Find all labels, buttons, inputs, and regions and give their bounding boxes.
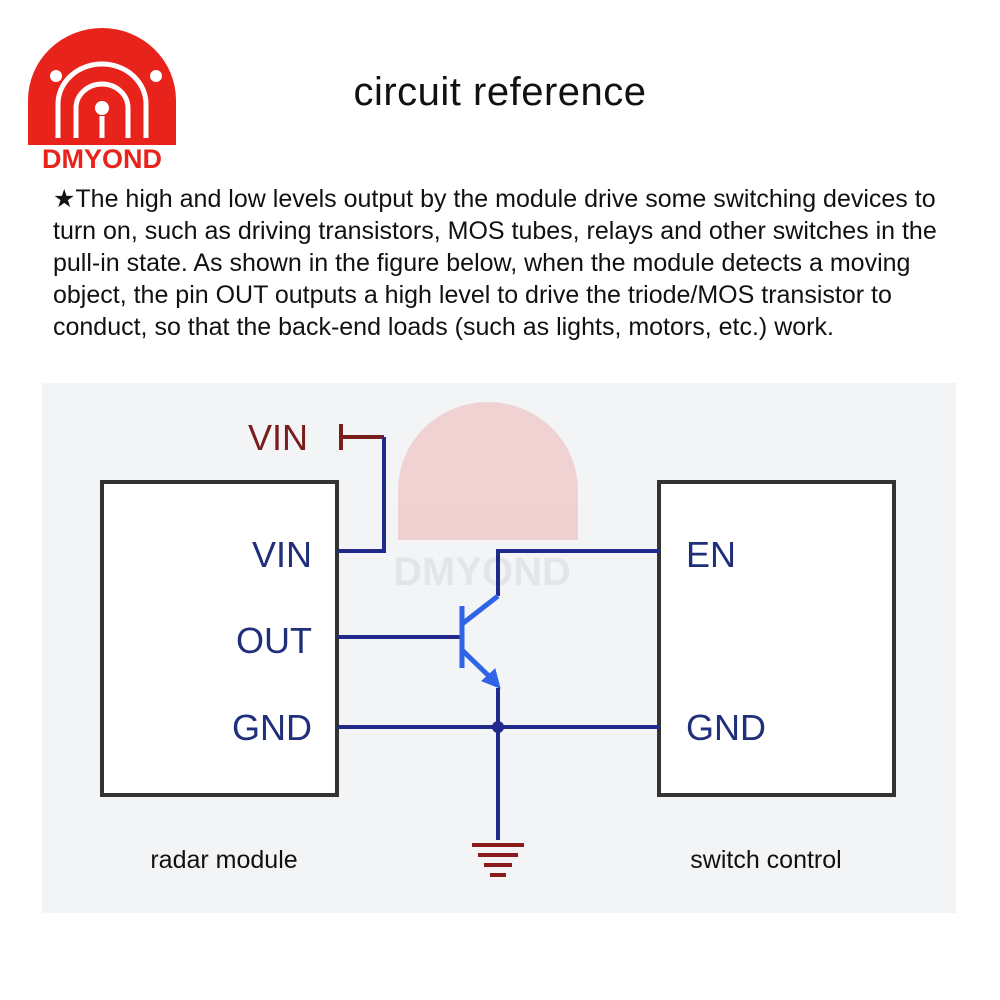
- radar-module-caption: radar module: [150, 846, 297, 874]
- watermark: DMYOND: [393, 402, 578, 594]
- supply-vin-label: VIN: [248, 417, 308, 458]
- radar-pin-gnd-label: GND: [232, 707, 312, 748]
- watermark-logo-icon: [398, 402, 578, 540]
- switch-control-caption: switch control: [690, 846, 841, 874]
- radar-module-box: [100, 480, 339, 797]
- npn-transistor-icon: [459, 594, 501, 689]
- switch-pin-en-label: EN: [686, 534, 736, 575]
- supply-terminal-icon: [339, 424, 384, 450]
- switch-pin-gnd-label: GND: [686, 707, 766, 748]
- logo-brand-text: DMYOND: [42, 144, 162, 174]
- page-title: circuit reference: [353, 70, 647, 114]
- junction-dot: [492, 721, 504, 733]
- wires: [337, 437, 659, 840]
- radar-pin-vin-label: VIN: [252, 534, 312, 575]
- radar-pin-out-label: OUT: [236, 620, 312, 661]
- ground-icon: [472, 843, 524, 877]
- dmyond-logo: DMYOND: [28, 28, 176, 174]
- vin-wire: [337, 437, 386, 553]
- description-text: ★The high and low levels output by the m…: [53, 185, 937, 341]
- en-wire: [496, 549, 659, 596]
- switch-control-box: [657, 480, 896, 797]
- watermark-text: DMYOND: [393, 550, 571, 594]
